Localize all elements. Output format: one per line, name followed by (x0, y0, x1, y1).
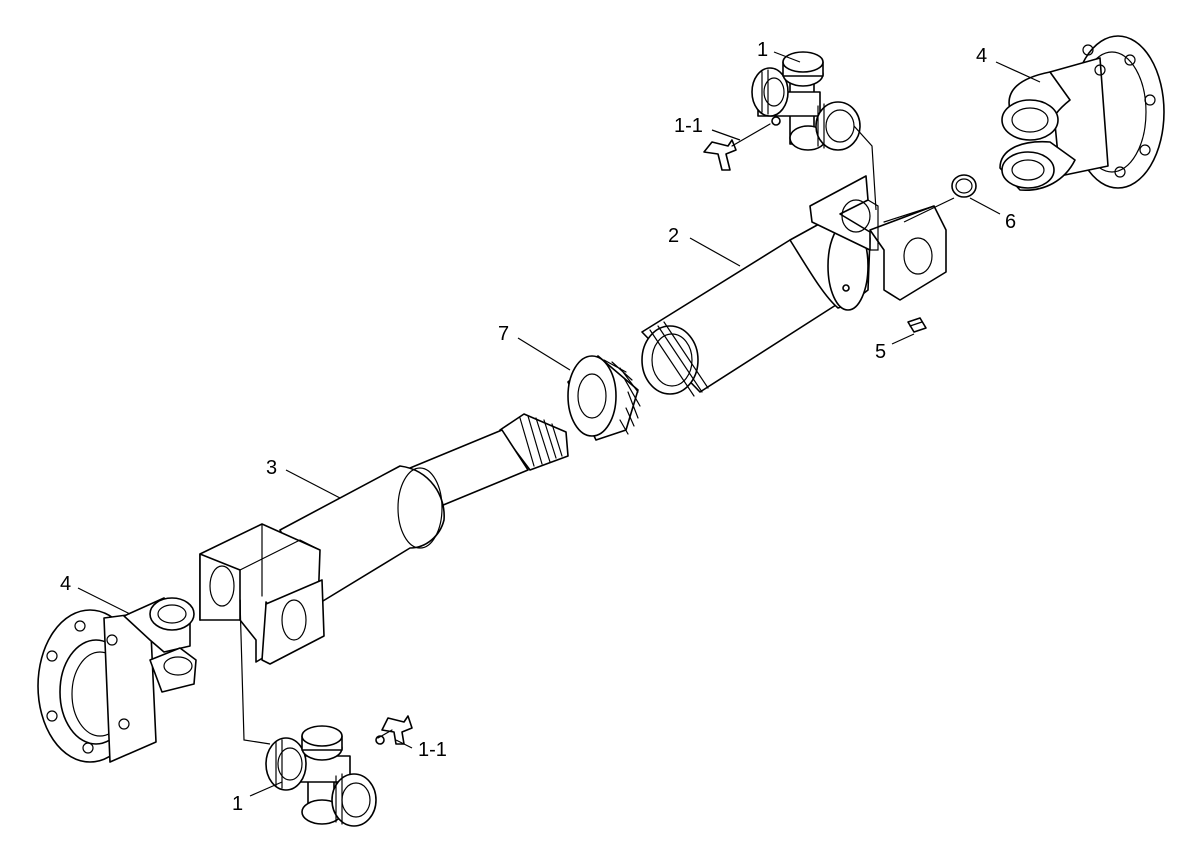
flange-yoke-bottom (37, 597, 197, 763)
tube-yoke (641, 175, 947, 397)
snap-ring (951, 174, 977, 198)
leader-3 (285, 469, 341, 499)
assembly-line-bottom (239, 599, 271, 745)
leader-1-top (773, 51, 801, 63)
ujoint-cross-top (751, 51, 861, 151)
leader-1-bottom (249, 781, 283, 797)
leader-6 (969, 197, 1001, 215)
ujoint-cross-bottom (265, 725, 385, 827)
callout-sleeve: 7 (498, 323, 509, 345)
grease-screw (907, 317, 927, 333)
leader-5 (891, 333, 915, 345)
spline-sleeve (567, 355, 641, 441)
leader-4-bottom (77, 587, 131, 615)
grease-nipple-bottom (377, 715, 413, 745)
spline-shaft (199, 413, 569, 665)
callout-flange-bottom: 4 (60, 573, 71, 595)
assembly-line-top (853, 125, 877, 211)
callout-grease-top: 1-1 (674, 115, 703, 137)
ring-assembly-line (903, 197, 955, 223)
callout-grease-screw: 5 (875, 341, 886, 363)
callout-snap-ring: 6 (1005, 211, 1016, 233)
leader-7 (517, 337, 571, 371)
callout-cross-top: 1 (757, 39, 768, 61)
leader-1-1-top (711, 129, 741, 141)
callout-tube-yoke: 2 (668, 225, 679, 247)
leader-4-top (995, 61, 1041, 83)
flange-yoke-top (999, 35, 1165, 191)
leader-2 (689, 237, 741, 267)
callout-spline-shaft: 3 (266, 457, 277, 479)
callout-flange-top: 4 (976, 45, 987, 67)
grease-nipple-top (703, 123, 771, 171)
leader-1-1-bottom (395, 739, 413, 749)
callout-cross-bottom: 1 (232, 793, 243, 815)
callout-grease-bottom: 1-1 (418, 739, 447, 761)
